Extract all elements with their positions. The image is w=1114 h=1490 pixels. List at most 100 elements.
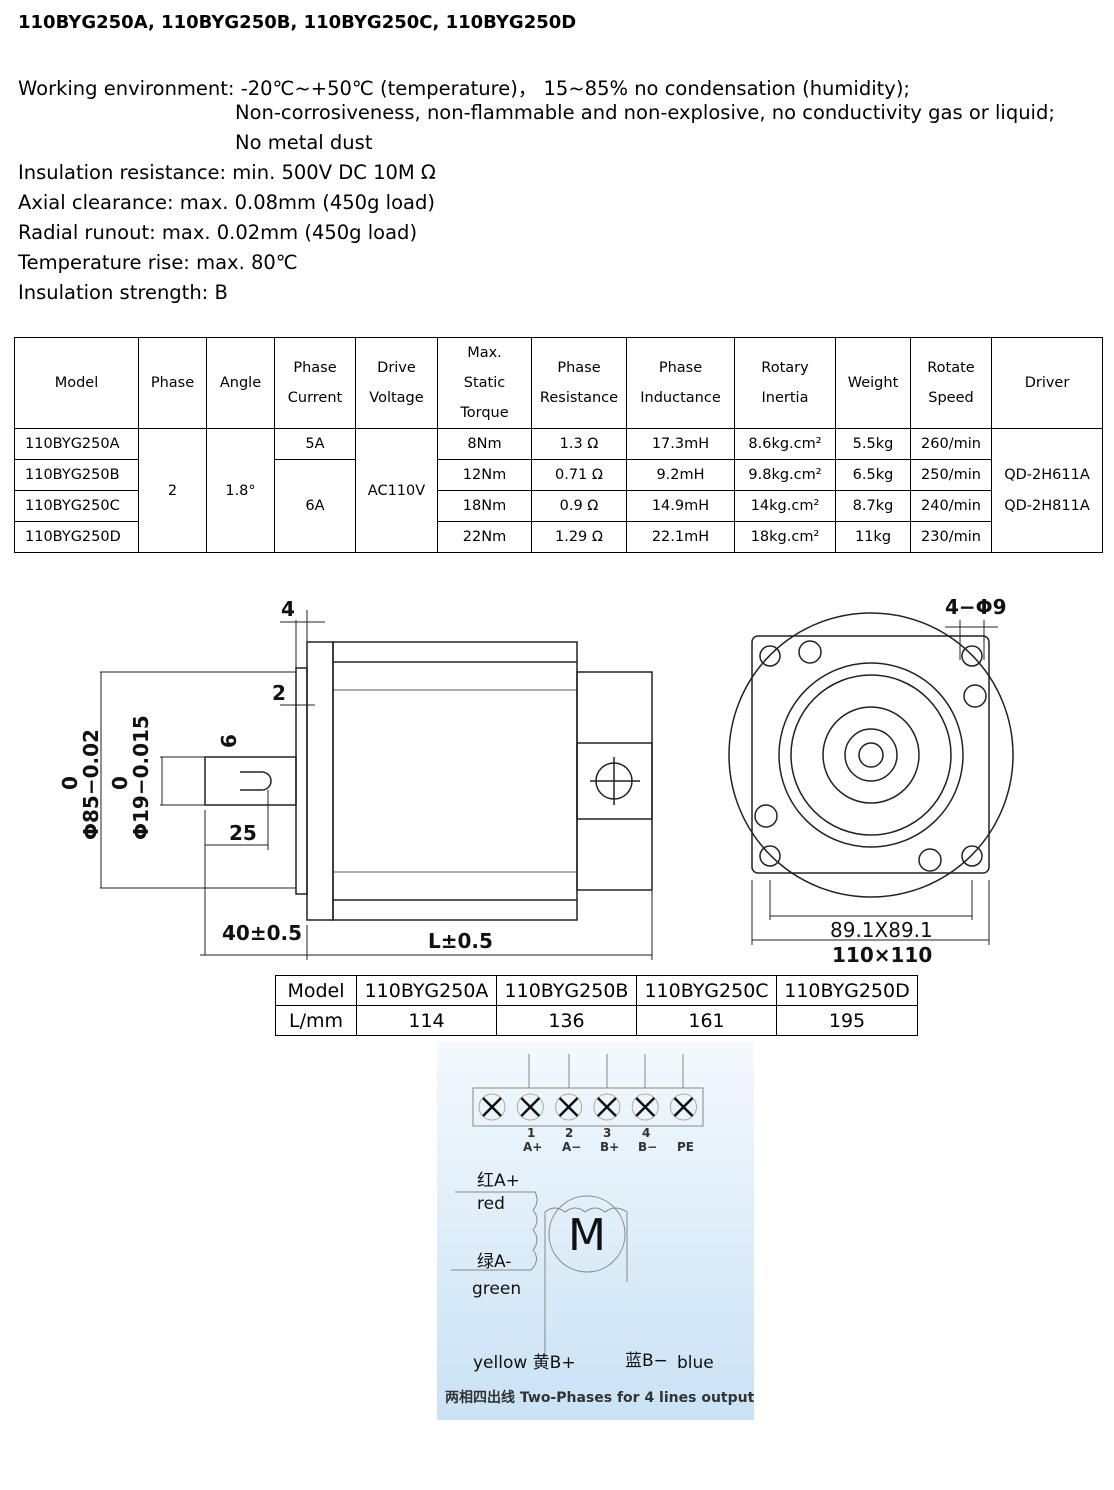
terminal-x-icon xyxy=(635,1097,656,1117)
header-text: Torque xyxy=(460,405,509,421)
length-value: 114 xyxy=(356,1005,497,1036)
header-text: Phase xyxy=(557,360,601,376)
resistance-cell: 1.3 Ω xyxy=(531,428,627,460)
inductance-cell: 17.3mH xyxy=(626,428,735,460)
inertia-cell: 18kg.cm² xyxy=(734,521,836,553)
terminal-label: B− xyxy=(638,1140,657,1154)
dim-holes: 4−Φ9 xyxy=(945,595,1007,619)
terminal-screw-icon xyxy=(631,1093,659,1121)
dim-85: Φ85−0.02 xyxy=(79,729,103,840)
terminal-screw-icon xyxy=(670,1093,697,1121)
inertia-cell: 14kg.cm² xyxy=(734,490,836,522)
spec-environment-2: Non-corrosiveness, non-flammable and non… xyxy=(235,101,1055,124)
spec-axial: Axial clearance: max. 0.08mm (450g load) xyxy=(18,191,435,214)
model-cell: 110BYG250B xyxy=(14,459,139,491)
header-text: Phase xyxy=(150,375,195,391)
length-model: 110BYG250B xyxy=(496,975,637,1006)
length-table: Model 110BYG250A 110BYG250B 110BYG250C 1… xyxy=(275,975,918,1036)
torque-cell: 22Nm xyxy=(437,521,532,553)
inductance-cell: 9.2mH xyxy=(626,459,735,491)
voltage-cell: AC110V xyxy=(355,428,438,553)
terminal-screw-icon xyxy=(593,1093,621,1121)
terminal-x-icon xyxy=(597,1097,617,1117)
inertia-cell: 8.6kg.cm² xyxy=(734,428,836,460)
header-text: Voltage xyxy=(369,390,424,406)
header-text: Driver xyxy=(1024,375,1070,391)
table-header: Model xyxy=(14,337,139,429)
speed-cell: 230/min xyxy=(910,521,992,553)
header-text: Speed xyxy=(928,390,974,406)
model-cell: 110BYG250C xyxy=(14,490,139,522)
header-text: Phase xyxy=(658,360,703,376)
green-cn-label: 绿A- xyxy=(477,1252,511,1272)
terminal-label: PE xyxy=(677,1140,694,1154)
spec-environment: Working environment: -20℃~+50℃ (temperat… xyxy=(18,77,910,100)
header-text: Angle xyxy=(219,375,262,391)
dim-40: 40±0.5 xyxy=(222,921,302,945)
green-label: green xyxy=(472,1279,521,1299)
table-header: Weight xyxy=(835,337,911,429)
resistance-cell: 1.29 Ω xyxy=(531,521,627,553)
length-model: 110BYG250D xyxy=(776,975,918,1006)
table-header: Angle xyxy=(206,337,275,429)
terminal-num: 2 xyxy=(565,1126,573,1140)
header-text: Current xyxy=(287,390,343,406)
header-text: Static xyxy=(463,375,506,391)
dim-110: 110×110 xyxy=(832,943,932,967)
header-text: Inertia xyxy=(761,390,809,406)
red-label: red xyxy=(477,1194,505,1214)
terminal-label: A+ xyxy=(523,1140,542,1154)
angle-cell: 1.8° xyxy=(206,428,275,553)
dim-6: 6 xyxy=(217,734,241,748)
terminal-x-icon xyxy=(482,1097,502,1117)
length-header-l: L/mm xyxy=(275,1005,357,1036)
header-text: Weight xyxy=(847,375,899,391)
motor-symbol: M xyxy=(568,1210,606,1261)
terminal-num: 4 xyxy=(642,1126,650,1140)
page-title: 110BYG250A, 110BYG250B, 110BYG250C, 110B… xyxy=(18,12,577,33)
dim-89: 89.1X89.1 xyxy=(830,918,933,942)
header-text: Resistance xyxy=(539,390,619,406)
header-text: Model xyxy=(54,375,99,391)
terminal-num: 3 xyxy=(603,1126,611,1140)
header-text: Drive xyxy=(377,360,416,376)
terminal-screw-icon xyxy=(555,1093,583,1121)
blue-label: blue xyxy=(677,1353,714,1373)
table-header: Phase xyxy=(138,337,207,429)
wiring-graphic: 1 2 3 4 A+ A− B+ B− PE 红A+ red 绿A- green… xyxy=(445,1054,754,1406)
speed-cell: 240/min xyxy=(910,490,992,522)
weight-cell: 11kg xyxy=(835,521,911,553)
resistance-cell: 0.71 Ω xyxy=(531,459,627,491)
spec-radial: Radial runout: max. 0.02mm (450g load) xyxy=(18,221,418,244)
spec-insulation-resistance: Insulation resistance: min. 500V DC 10M … xyxy=(18,161,436,184)
header-text: Rotary xyxy=(761,360,809,376)
resistance-cell: 0.9 Ω xyxy=(531,490,627,522)
length-header-model: Model xyxy=(275,975,357,1006)
red-cn-label: 红A+ xyxy=(477,1171,520,1191)
length-value: 195 xyxy=(776,1005,918,1036)
length-model: 110BYG250A xyxy=(356,975,497,1006)
terminal-label: B+ xyxy=(600,1140,619,1154)
torque-cell: 12Nm xyxy=(437,459,532,491)
current-cell: 5A xyxy=(274,428,356,460)
length-value: 161 xyxy=(636,1005,777,1036)
header-text: Max. xyxy=(467,345,502,361)
terminal-label: A− xyxy=(562,1140,581,1154)
terminal-x-icon xyxy=(520,1097,541,1117)
length-value: 136 xyxy=(496,1005,637,1036)
spec-insulation-strength: Insulation strength: B xyxy=(18,281,228,304)
torque-cell: 8Nm xyxy=(437,428,532,460)
terminal-screw-icon xyxy=(478,1093,506,1121)
torque-cell: 18Nm xyxy=(437,490,532,522)
dim-L: L±0.5 xyxy=(428,929,493,953)
spec-temp-rise: Temperature rise: max. 80℃ xyxy=(18,251,298,274)
speed-cell: 250/min xyxy=(910,459,992,491)
